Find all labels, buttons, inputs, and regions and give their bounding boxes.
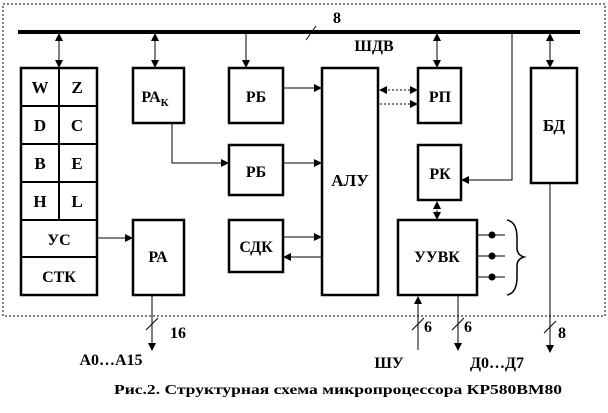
rb-2-label: РБ: [246, 164, 266, 181]
ctrl-out-label: Д0…Д7: [470, 355, 524, 372]
block-rb-2: РБ: [227, 143, 285, 197]
rak-sub-label: К: [161, 97, 169, 109]
sdk-label: СДК: [239, 239, 273, 256]
block-sdk: СДК: [227, 218, 285, 274]
block-alu: АЛУ: [320, 66, 380, 297]
connections: [55, 32, 557, 353]
block-uuvk: УУВК: [396, 218, 479, 297]
block-ra: РА: [131, 218, 186, 297]
register-e: E: [71, 154, 82, 173]
block-rp: РП: [416, 66, 463, 125]
register-z: Z: [71, 78, 82, 97]
rb-1-label: РБ: [246, 89, 266, 106]
block-rak: РАК: [131, 66, 186, 125]
register-c: C: [71, 116, 83, 135]
ctrl-in-width-label: 6: [424, 319, 432, 336]
alu-label: АЛУ: [331, 171, 369, 190]
addr-width-label: 16: [170, 325, 186, 342]
uuvk-label: УУВК: [414, 249, 460, 266]
data-width-label: 8: [558, 325, 566, 342]
register-h: H: [33, 192, 46, 211]
control-brace: [506, 219, 527, 296]
rak-main-label: РА: [141, 89, 161, 106]
ctrl-in-label: ШУ: [374, 355, 404, 372]
control-dots: [477, 231, 505, 281]
ctrl-out-width-label: 6: [464, 319, 472, 336]
bd-label: БД: [543, 116, 566, 135]
rp-label: РП: [429, 89, 452, 106]
bus-width-label: 8: [333, 10, 341, 27]
figure-caption: Рис.2. Структурная схема микропроцессора…: [114, 383, 562, 398]
register-d: D: [34, 116, 46, 135]
addr-label: А0…А15: [79, 352, 142, 369]
block-rk: РК: [416, 143, 463, 202]
register-l: L: [71, 192, 82, 211]
register-w: W: [32, 78, 49, 97]
bus-label: ШДВ: [354, 38, 394, 55]
register-file: W Z D C B E H L УС СТК: [19, 66, 99, 297]
internal-data-bus: 8 ШДВ: [18, 10, 580, 55]
chip-boundary: [2, 3, 606, 317]
block-rb-1: РБ: [227, 66, 285, 125]
rk-label: РК: [429, 166, 451, 183]
register-b: B: [34, 154, 45, 173]
block-bd: БД: [529, 66, 579, 185]
ra-label: РА: [148, 249, 168, 266]
register-stk: СТК: [42, 269, 76, 286]
register-us: УС: [47, 232, 70, 249]
svg-text:РАК: РАК: [141, 89, 168, 109]
